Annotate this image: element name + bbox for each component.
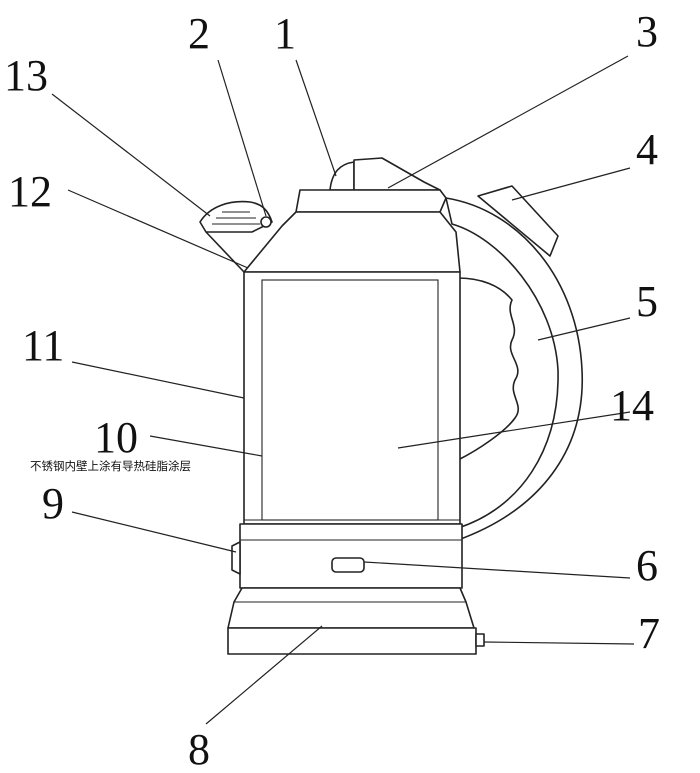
lid-band [295,189,447,213]
power-plug [475,633,485,647]
leader-6 [363,561,631,579]
leader-3 [387,55,629,189]
lower-base [227,587,475,629]
label-7: 7 [638,609,660,658]
label-8: 8 [188,725,210,773]
label-4: 4 [636,125,658,174]
handle [445,197,583,541]
handle-grip [457,277,520,461]
leader-8 [205,625,323,725]
leader-4 [511,167,631,201]
leader-7 [483,641,635,645]
spout-cap [199,200,273,233]
leader-5 [537,317,631,341]
label-12: 12 [8,167,52,216]
base-plate [227,627,477,655]
handle-switch [477,185,559,257]
coating-note: 不锈钢内壁上涂有导热硅脂涂层 [30,459,191,473]
kettle-outline [199,157,583,655]
leader-1 [295,59,337,177]
label-13: 13 [4,51,48,100]
spout-hinge [260,216,272,228]
spout-channel [205,231,245,273]
label-5: 5 [636,277,658,326]
side-knob [231,541,241,575]
label-14: 14 [610,381,654,430]
leader-12 [67,189,249,269]
leader-lines [51,55,635,725]
leader-2 [217,59,267,217]
leader-11 [71,361,245,399]
label-10: 10 [94,413,138,462]
spout-cap-ribs [212,211,260,225]
leader-13 [51,93,211,217]
base-band [239,523,463,589]
leader-14 [397,411,631,449]
indicator-light [331,557,365,573]
label-9: 9 [42,479,64,528]
label-2: 2 [188,9,210,58]
upper-body [243,211,461,273]
label-11: 11 [22,321,64,370]
lid-knob [329,161,355,191]
label-3: 3 [636,7,658,56]
part-numbers: 1 2 3 4 5 6 7 8 9 10 11 12 13 14 [4,7,660,773]
label-6: 6 [636,541,658,590]
leader-10 [149,435,263,457]
main-body [243,271,461,525]
lid-top [353,157,441,191]
label-1: 1 [274,9,296,58]
leader-9 [71,511,237,553]
